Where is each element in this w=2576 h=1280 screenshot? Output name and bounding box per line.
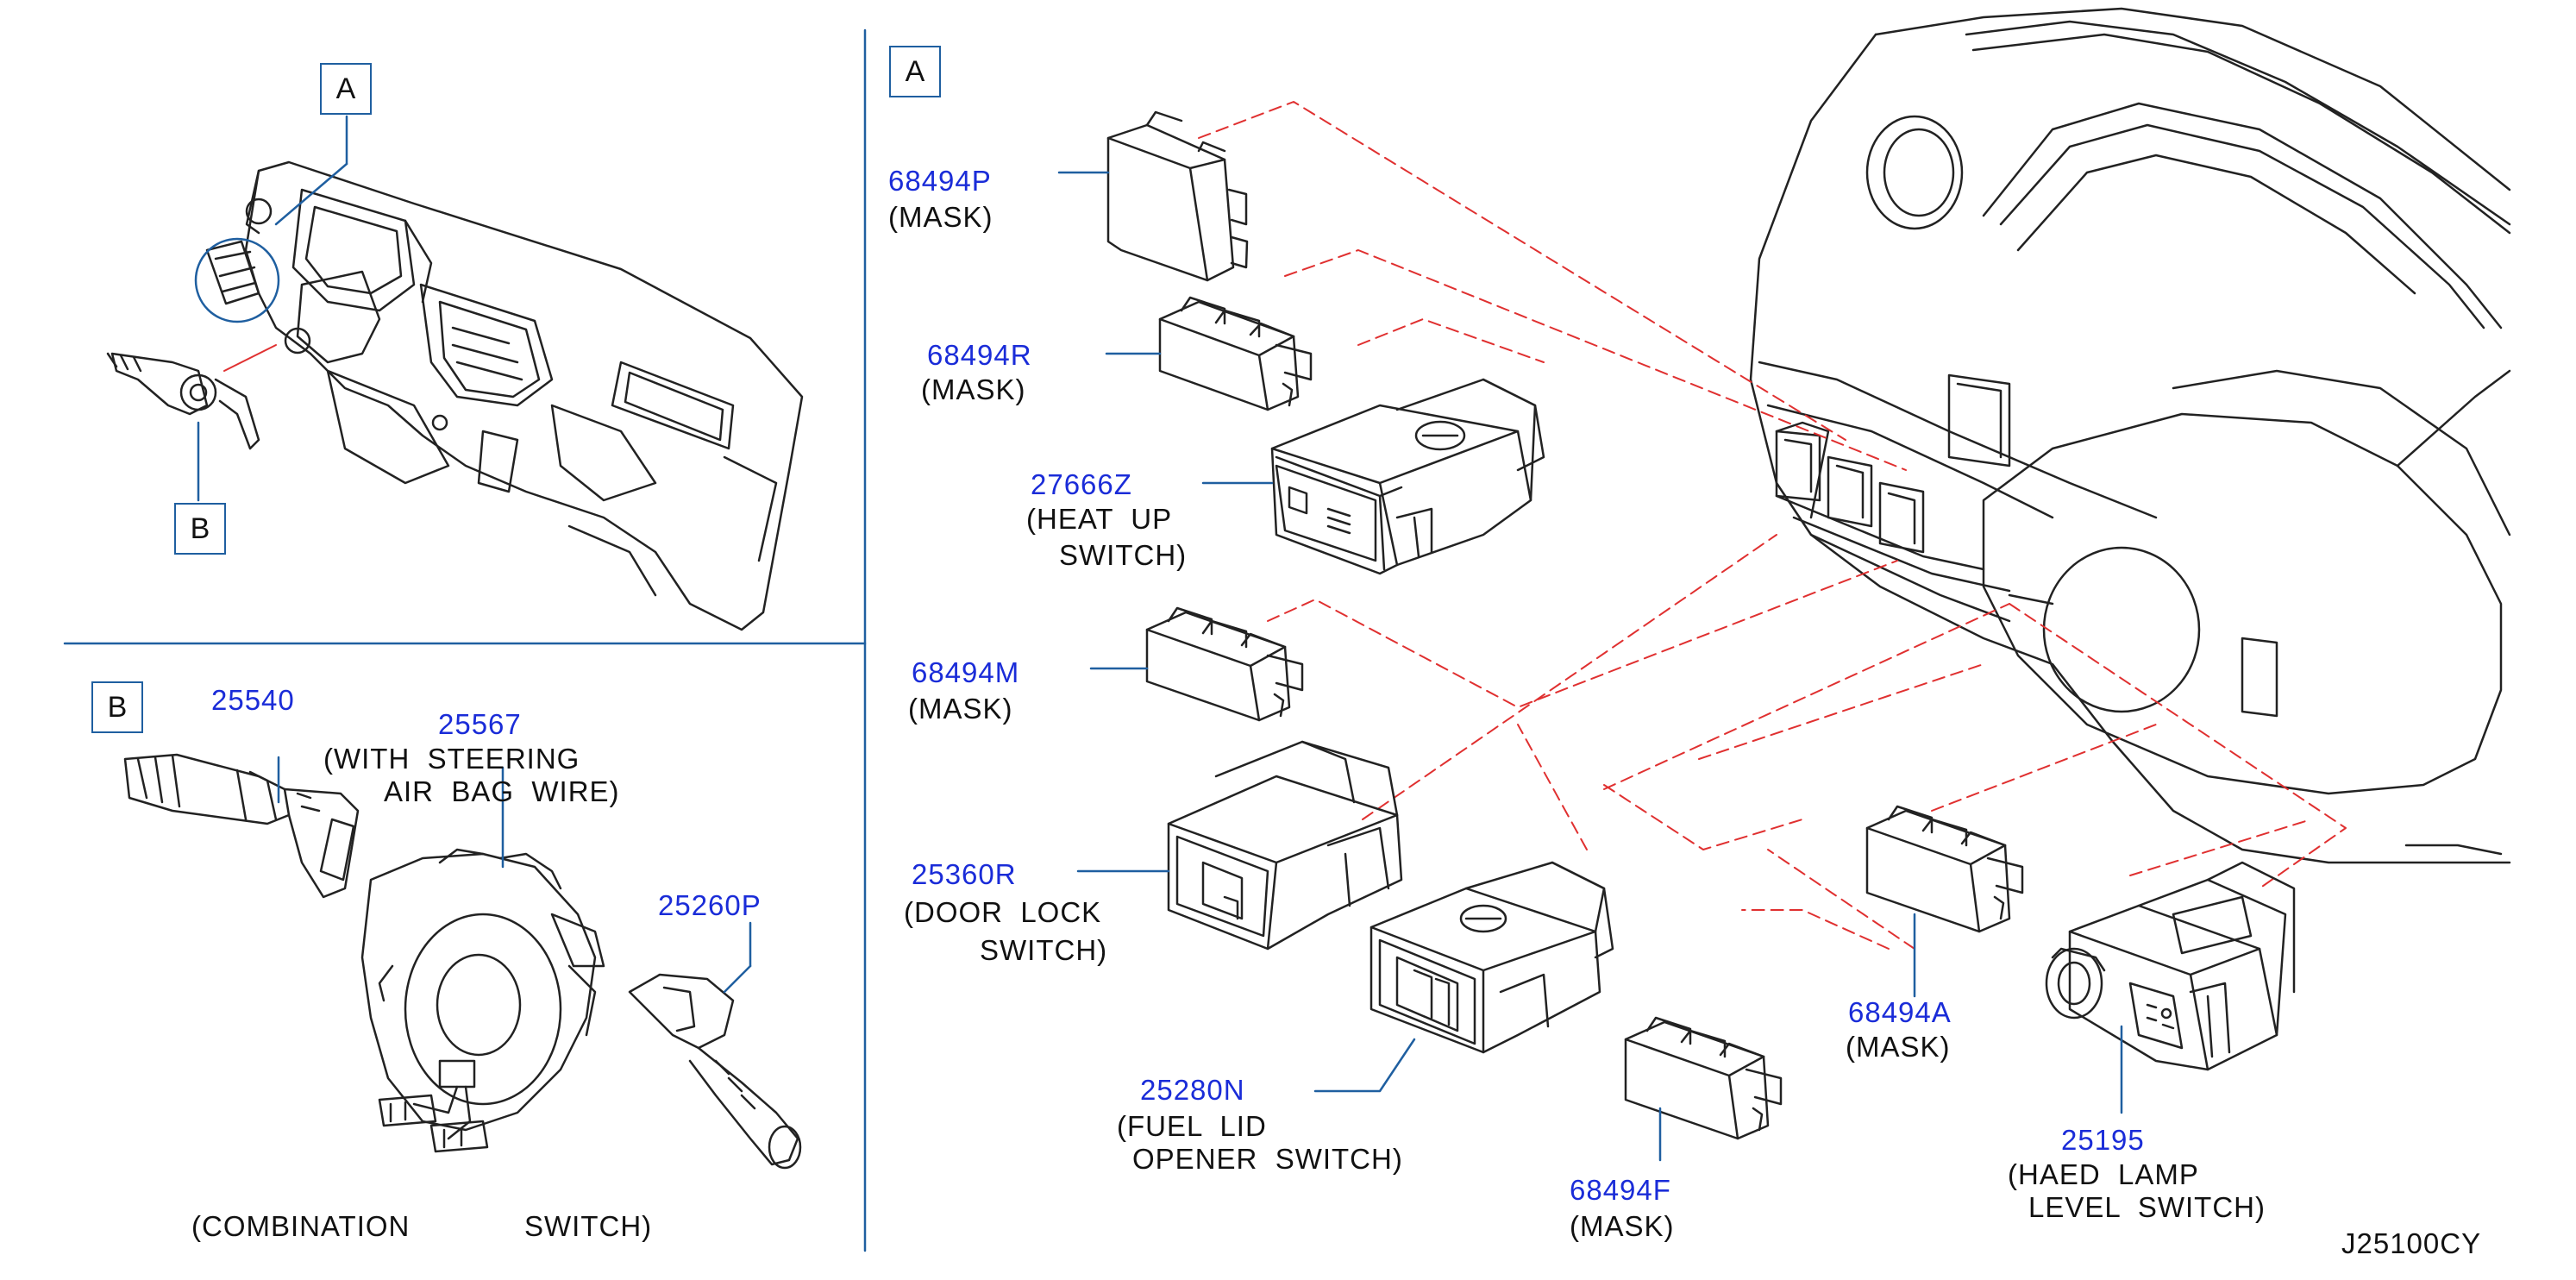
part-desc-68494M: (MASK) <box>908 693 1013 725</box>
callout-box-a-overview: A <box>320 63 372 115</box>
combination-leaders <box>277 756 752 994</box>
part-number-25195[interactable]: 25195 <box>2061 1124 2145 1156</box>
head-lamp-level-switch-25195 <box>2045 861 2296 1071</box>
mask-68494F <box>1624 1016 1783 1140</box>
callout-box-a-panel: A <box>889 46 941 97</box>
panel-dividers <box>63 28 867 1252</box>
part-number-27666Z[interactable]: 27666Z <box>1031 468 1132 500</box>
heat-up-switch-27666Z <box>1270 378 1545 575</box>
part-number-68494P[interactable]: 68494P <box>888 165 992 197</box>
mask-68494R <box>1158 296 1313 411</box>
part-number-68494R[interactable]: 68494R <box>927 339 1032 371</box>
door-lock-switch-25360R <box>1167 740 1403 951</box>
part-desc-68494R: (MASK) <box>921 373 1026 405</box>
part-number-25540[interactable]: 25540 <box>211 684 295 716</box>
overview-dash <box>223 344 277 372</box>
part-number-68494M[interactable]: 68494M <box>912 656 1020 688</box>
part-desc2-25280N: OPENER SWITCH) <box>1132 1143 1403 1175</box>
mask-68494P <box>1106 110 1249 282</box>
combination-switch-assembly <box>123 753 802 1170</box>
combination-switch-caption-left: (COMBINATION <box>191 1210 411 1242</box>
dashboard-closeup <box>1749 7 2511 864</box>
combination-switch-caption-right: SWITCH) <box>524 1210 653 1242</box>
part-desc2-25195: LEVEL SWITCH) <box>2028 1191 2266 1223</box>
part-desc-68494F: (MASK) <box>1570 1210 1675 1242</box>
part-desc2-27666Z: SWITCH) <box>1059 539 1188 571</box>
part-desc-68494A: (MASK) <box>1846 1031 1951 1063</box>
part-number-25567[interactable]: 25567 <box>438 708 522 740</box>
part-number-68494A[interactable]: 68494A <box>1848 996 1952 1028</box>
part-number-68494F[interactable]: 68494F <box>1570 1174 1671 1206</box>
part-desc2-25360R: SWITCH) <box>980 934 1108 966</box>
part-number-25260P[interactable]: 25260P <box>658 889 762 921</box>
overview-combination-switch <box>106 352 260 450</box>
callout-box-b-panel: B <box>91 681 143 733</box>
right-leaders <box>1057 171 2123 1162</box>
part-desc-25195: (HAED LAMP <box>2008 1158 2199 1190</box>
overview-leaders <box>194 115 348 502</box>
dashboard-overview <box>205 160 804 631</box>
fuel-lid-opener-switch-25280N <box>1369 861 1614 1054</box>
callout-box-b-overview: B <box>174 503 226 555</box>
mask-68494M <box>1145 606 1304 722</box>
diagram-code: J25100CY <box>2341 1227 2482 1259</box>
part-desc-25360R: (DOOR LOCK <box>904 896 1102 928</box>
part-desc-25280N: (FUEL LID <box>1117 1110 1267 1142</box>
part-desc-27666Z: (HEAT UP <box>1026 503 1173 535</box>
mask-68494A <box>1865 805 2024 933</box>
part-desc-25567: (WITH STEERING <box>323 743 580 775</box>
part-desc-68494P: (MASK) <box>888 201 993 233</box>
part-number-25280N[interactable]: 25280N <box>1140 1074 1245 1106</box>
part-number-25360R[interactable]: 25360R <box>912 858 1017 890</box>
part-desc2-25567: AIR BAG WIRE) <box>384 775 620 807</box>
assembly-dash-lines <box>1198 101 2347 950</box>
